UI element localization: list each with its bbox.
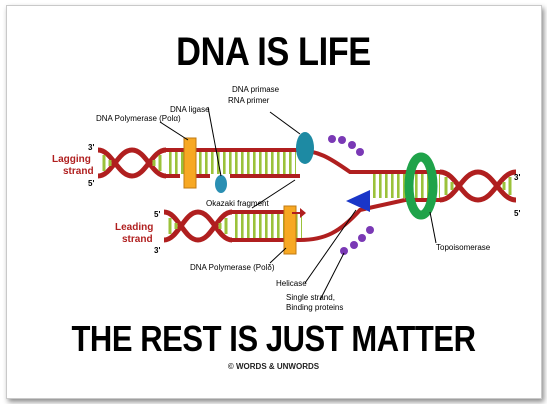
label-lagging: Lagging [52,154,91,165]
label-dna-polymerase-delta: DNA Polymerase (Polδ) [190,263,275,272]
label-3-leading: 3' [154,246,160,255]
label-okazaki: Okazaki fragment [206,199,269,208]
label-single-strand: Single strand, [286,293,335,302]
label-5-right: 5' [514,209,520,218]
leading-helix-left [164,212,232,240]
helicase-triangle [346,190,370,212]
label-5-leading: 5' [154,210,160,219]
label-3-right: 3' [514,173,520,182]
poster-credit: © WORDS & UNWORDS [0,362,547,371]
lagging-strand-ladder [166,150,405,176]
label-dna-ligase: DNA ligase [170,105,210,114]
label-lagging-strand: strand [63,166,94,177]
label-rna-primer: RNA primer [228,96,270,105]
label-leading: Leading [115,222,153,233]
poster-subtitle: THE REST IS JUST MATTER [38,318,508,360]
lagging-helix-left [98,150,166,176]
label-leading-strand: strand [122,234,153,245]
label-topoisomerase: Topoisomerase [436,243,491,252]
label-5-lagging: 5' [88,179,94,188]
polymerase-alpha-block [184,138,196,188]
label-helicase: Helicase [276,279,307,288]
label-dna-primase: DNA primase [232,85,280,94]
label-3-lagging: 3' [88,143,94,152]
dna-primase-shape [296,132,314,164]
dna-ligase-shape [215,175,227,193]
parental-helix-right [440,172,516,200]
label-binding-proteins: Binding proteins [286,303,343,312]
label-dna-polymerase-alpha: DNA Polymerase (Polα) [96,114,181,123]
